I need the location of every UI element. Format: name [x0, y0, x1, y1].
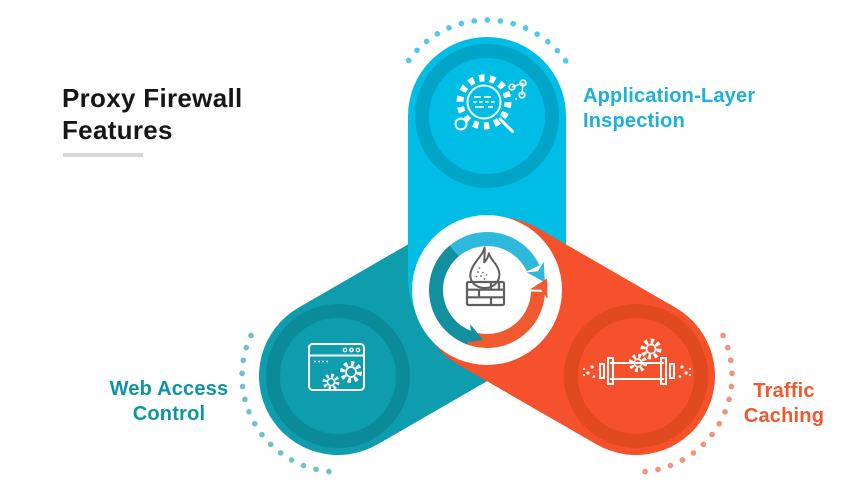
cycle-arrowhead-teal — [462, 324, 484, 343]
small-circle — [454, 117, 468, 131]
browser-header-dots — [342, 347, 361, 353]
title-line-2: Features — [62, 115, 173, 145]
dotted-arc-bottom-right — [641, 332, 735, 475]
label-line: Application-Layer — [583, 85, 756, 107]
gear-body — [466, 84, 502, 120]
pipe-gear-large-teeth — [640, 338, 662, 360]
cycle-arrow-teal — [429, 245, 473, 345]
label-line: Traffic — [753, 380, 815, 402]
browser-window-gears-icon — [308, 343, 365, 391]
label-line: Caching — [743, 405, 825, 427]
dotted-arc-top — [405, 17, 569, 64]
browser-frame — [308, 343, 365, 391]
gear-magnifier-molecule-icon — [454, 74, 527, 133]
flame-outline — [469, 246, 501, 289]
pipe-gears-icon — [582, 338, 692, 385]
large-gear-teeth — [340, 361, 362, 383]
gear-inner-lines — [473, 96, 495, 108]
molecule-cluster — [505, 79, 527, 101]
magnifier-handle — [498, 117, 514, 133]
title-line-1: Proxy Firewall — [62, 83, 243, 113]
label-traffic-caching: Traffic Caching — [714, 379, 854, 429]
label-line: Web Access — [109, 378, 229, 400]
cycle-arrows — [429, 232, 548, 348]
dotted-arc-bottom-left — [239, 332, 333, 475]
label-line: Control — [132, 403, 206, 425]
gear-teeth — [456, 74, 512, 130]
brick-wall — [465, 280, 506, 307]
small-gear-body — [326, 377, 336, 387]
cycle-arrowhead-cyan — [526, 261, 545, 283]
title-underline — [63, 153, 143, 157]
small-gear-teeth — [322, 373, 340, 391]
cycle-arrowhead-orange — [529, 278, 548, 299]
ring-web-access-control — [266, 304, 410, 448]
pipe-spray-dots — [582, 365, 692, 378]
ring-application-layer — [415, 44, 559, 188]
label-line: Inspection — [583, 110, 686, 132]
firewall-flame-brick-wall-icon — [465, 246, 506, 307]
ring-traffic-caching — [564, 304, 708, 448]
connector-line — [464, 116, 471, 122]
label-application-layer-inspection: Application-Layer Inspection — [583, 84, 755, 134]
large-gear-body — [345, 366, 357, 378]
pipe-body — [599, 357, 675, 385]
page-title: Proxy Firewall Features — [62, 82, 243, 146]
label-web-access-control: Web Access Control — [89, 377, 249, 427]
pipe-gear-large-body — [645, 343, 657, 355]
